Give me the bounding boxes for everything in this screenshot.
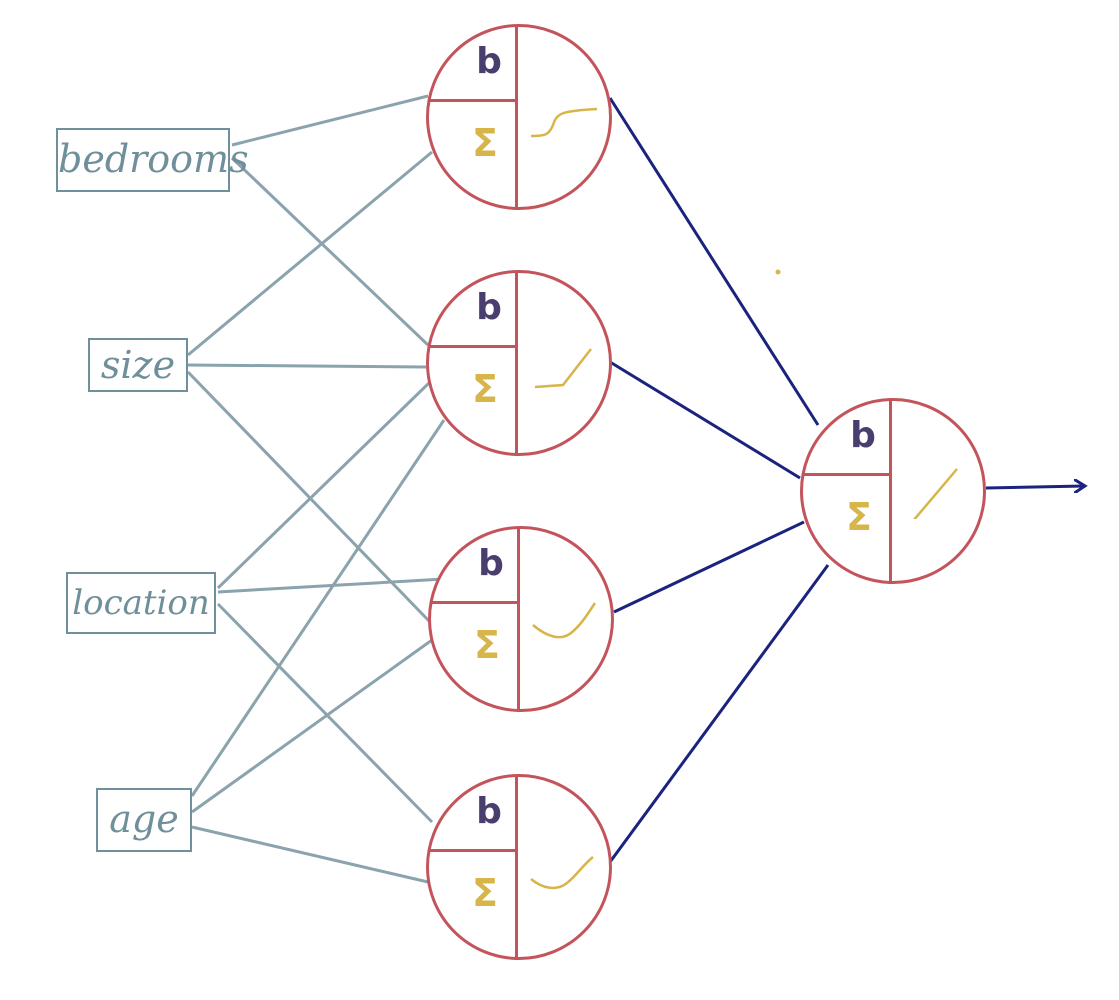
sigmoid-icon (530, 107, 598, 138)
bias-label: b (476, 41, 502, 82)
neuron-divider-horizontal (802, 473, 891, 476)
input-location: location (66, 572, 216, 634)
edge-h1-out (608, 97, 820, 426)
neuron-divider-horizontal (428, 849, 517, 852)
hidden-neuron-3: b Σ (428, 526, 614, 712)
edge-size-h3 (186, 370, 432, 624)
edge-location-h3 (217, 577, 445, 594)
neuron-divider-vertical (515, 776, 518, 960)
sum-symbol: Σ (472, 871, 498, 915)
neuron-divider-vertical (515, 272, 518, 456)
linear-icon (913, 468, 958, 519)
hidden-neuron-1: b Σ (426, 24, 612, 210)
bias-label: b (850, 415, 876, 456)
neuron-divider-horizontal (428, 345, 517, 348)
stray-dot (775, 269, 781, 275)
edge-age-h3 (191, 638, 433, 814)
neuron-divider-horizontal (430, 601, 519, 604)
sum-symbol: Σ (472, 121, 498, 165)
hidden-neuron-4: b Σ (426, 774, 612, 960)
edge-location-h2 (216, 380, 432, 590)
edge-h2-out (609, 360, 801, 480)
curve-icon (532, 602, 597, 639)
edge-size-h2 (187, 363, 427, 369)
edge-bedrooms-h2 (230, 156, 430, 347)
curve-icon (530, 856, 594, 890)
neuron-divider-vertical (517, 528, 520, 712)
edge-h3-out (613, 520, 805, 614)
neuron-divider-vertical (515, 26, 518, 210)
relu-icon (534, 348, 592, 389)
edge-age-h4 (191, 825, 429, 884)
neuron-divider-vertical (889, 400, 892, 584)
input-age: age (96, 788, 192, 852)
hidden-neuron-2: b Σ (426, 270, 612, 456)
sum-symbol: Σ (472, 367, 498, 411)
bias-label: b (476, 791, 502, 832)
edge-bedrooms-h1 (231, 94, 429, 147)
bias-label: b (478, 543, 504, 584)
output-neuron: b Σ (800, 398, 986, 584)
input-size: size (88, 338, 188, 392)
sum-symbol: Σ (474, 623, 500, 667)
edge-h4-out (608, 564, 830, 863)
input-bedrooms: bedrooms (56, 128, 249, 192)
edge-age-h2 (190, 419, 446, 797)
output-arrow (985, 486, 1084, 488)
bias-label: b (476, 287, 502, 328)
sum-symbol: Σ (846, 495, 872, 539)
edge-size-h1 (187, 150, 433, 357)
edge-location-h4 (216, 602, 434, 824)
neuron-divider-horizontal (428, 99, 517, 102)
